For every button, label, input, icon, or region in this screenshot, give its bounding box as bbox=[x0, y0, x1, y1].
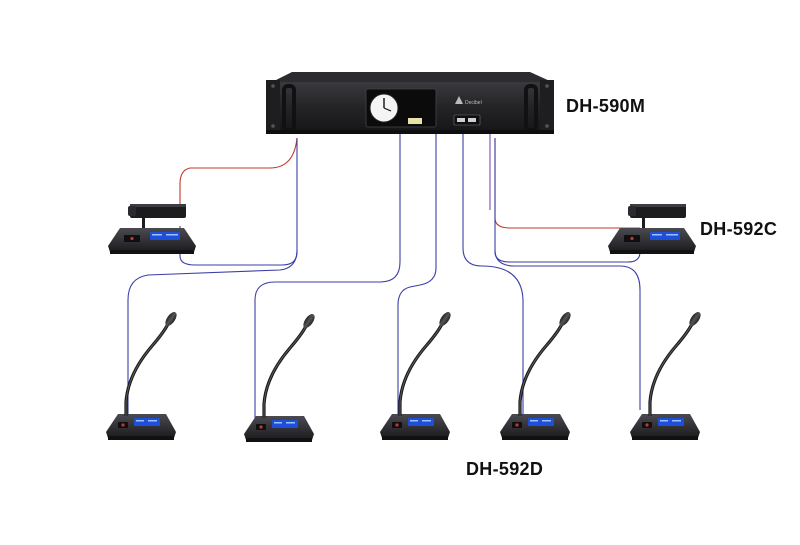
cable-red-left bbox=[179, 137, 298, 214]
cable-blue-del-3 bbox=[397, 134, 437, 420]
cable-group bbox=[127, 134, 641, 420]
cable-blue-left-chair bbox=[179, 138, 298, 266]
usb-port-panel bbox=[453, 114, 481, 126]
main-unit-label: DH-590M bbox=[566, 96, 646, 116]
cable-blue-del-1 bbox=[127, 249, 298, 420]
chairman-unit-right bbox=[608, 204, 696, 254]
rack-ear-left bbox=[266, 80, 280, 132]
delegate-unit-label: DH-592D bbox=[466, 459, 544, 479]
cable-red-right bbox=[494, 138, 640, 229]
brand-logo-icon bbox=[455, 96, 463, 104]
brand-mark: Decibel bbox=[465, 100, 482, 106]
main-controller-unit: Decibel bbox=[266, 72, 554, 134]
cable-blue-del-2 bbox=[254, 134, 401, 420]
delegate-unit-1 bbox=[104, 308, 181, 442]
chairman-unit-label: DH-592C bbox=[700, 219, 778, 239]
cable-blue-del-5 bbox=[494, 249, 641, 410]
chairman-unit-left bbox=[108, 204, 196, 254]
cable-blue-del-4 bbox=[462, 134, 524, 420]
delegate-unit-5 bbox=[628, 308, 705, 442]
rack-ear-right bbox=[540, 80, 554, 132]
delegate-unit-4 bbox=[498, 308, 575, 442]
delegate-unit-3 bbox=[378, 308, 455, 442]
